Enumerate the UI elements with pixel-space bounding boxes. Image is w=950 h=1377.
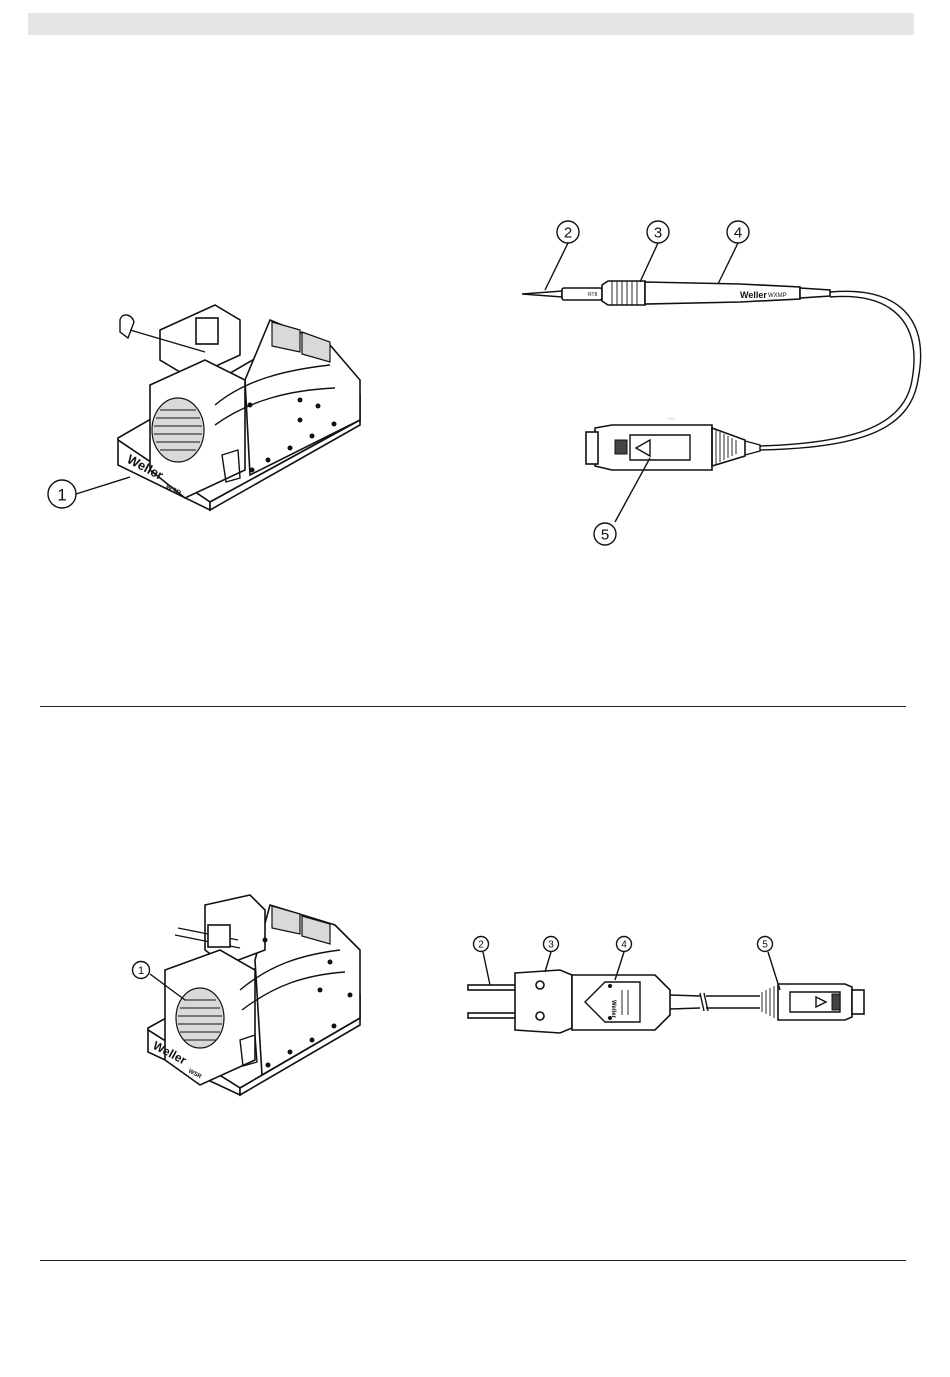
- svg-text:1: 1: [138, 965, 144, 977]
- top-callout-2: 2: [557, 221, 579, 243]
- bottom-callout-2: 2: [474, 937, 489, 952]
- pencil-model-label: WXMP: [768, 293, 787, 299]
- svg-text:1: 1: [57, 486, 66, 505]
- svg-text:3: 3: [548, 940, 554, 951]
- top-callout-1: 1: [48, 480, 76, 508]
- svg-text:4: 4: [734, 225, 742, 242]
- svg-text:2: 2: [478, 940, 484, 951]
- section-divider-bottom: [40, 1260, 906, 1261]
- bottom-stand-illustration: Weller WSR 1: [133, 895, 361, 1095]
- top-callout-5: 5: [594, 523, 616, 545]
- bottom-callout-1: 1: [133, 962, 150, 979]
- svg-text:5: 5: [601, 527, 609, 544]
- top-stand-illustration: Weller WSR 1: [48, 305, 360, 510]
- tweezers-brand-label: Weller: [610, 1000, 616, 1019]
- svg-text:3: 3: [654, 225, 662, 242]
- bottom-callout-4: 4: [617, 937, 632, 952]
- bottom-callout-5: 5: [758, 937, 773, 952]
- pencil-brand-label: Weller: [740, 290, 767, 300]
- top-pencil-illustration: RT8 Weller WXMP: [522, 221, 921, 545]
- bottom-callout-3: 3: [544, 937, 559, 952]
- svg-text:◦◦◦◦◦: ◦◦◦◦◦: [668, 416, 676, 421]
- bottom-tweezers-illustration: Weller 2 3: [468, 937, 864, 1034]
- svg-text:5: 5: [762, 940, 768, 951]
- section-divider-top: [40, 706, 906, 707]
- svg-text:2: 2: [564, 225, 572, 242]
- svg-text:RT8: RT8: [588, 292, 598, 298]
- top-callout-4: 4: [727, 221, 749, 243]
- top-callout-3: 3: [647, 221, 669, 243]
- svg-text:4: 4: [621, 940, 627, 951]
